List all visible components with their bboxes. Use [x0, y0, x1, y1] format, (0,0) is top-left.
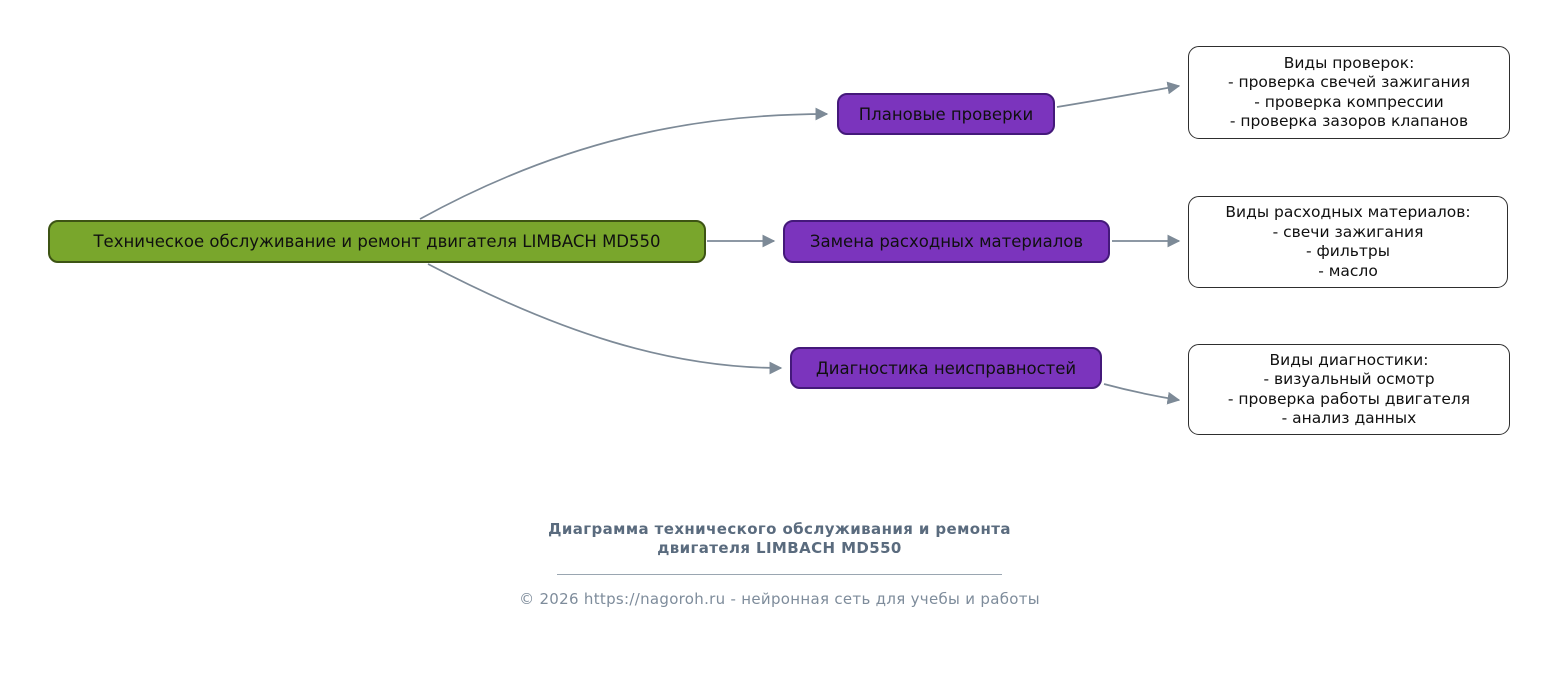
branch-node-label: Замена расходных материалов — [809, 232, 1084, 251]
detail-line: Виды расходных материалов: — [1225, 203, 1471, 221]
detail-line: Виды диагностики: — [1269, 350, 1429, 369]
arrow-root-to-branch-3 — [427, 263, 783, 375]
root-node-label: Техническое обслуживание и ремонт двигат… — [93, 232, 661, 251]
detail-box-consumables: Виды расходных материалов: - свечи зажиг… — [1188, 196, 1508, 288]
detail-line: - фильтры — [1306, 242, 1390, 260]
detail-box-diagnostics: Виды диагностики: - визуальный осмотр - … — [1188, 344, 1510, 435]
detail-line: - проверка свечей зажигания — [1227, 73, 1471, 91]
arrow-branch-3-to-detail-3 — [1103, 383, 1181, 405]
detail-line: - анализ данных — [1281, 409, 1417, 427]
branch-node-fault-diagnostics: Диагностика неисправностей — [790, 347, 1102, 389]
branch-node-label: Диагностика неисправностей — [815, 358, 1077, 378]
detail-line: - свечи зажигания — [1272, 222, 1424, 241]
detail-line: Виды проверок: — [1283, 53, 1415, 72]
detail-line: - проверка зазоров клапанов — [1229, 112, 1469, 130]
detail-line: - визуальный осмотр — [1263, 370, 1435, 388]
branch-node-consumables-replacement: Замена расходных материалов — [783, 220, 1110, 263]
footer: Диаграмма технического обслуживания и ре… — [0, 520, 1559, 608]
diagram-title: Диаграмма технического обслуживания и ре… — [0, 520, 1559, 558]
diagram-title-line-2: двигателя LIMBACH MD550 — [657, 539, 902, 557]
root-node: Техническое обслуживание и ремонт двигат… — [48, 220, 706, 263]
diagram-title-line-1: Диаграмма технического обслуживания и ре… — [548, 520, 1011, 538]
detail-line: - проверка работы двигателя — [1227, 389, 1471, 408]
branch-node-planned-checks: Плановые проверки — [837, 93, 1055, 135]
copyright-text: © 2026 https://nagoroh.ru - нейронная се… — [519, 590, 1040, 608]
arrow-branch-1-to-detail-1 — [1056, 81, 1181, 108]
detail-line: - масло — [1318, 261, 1378, 280]
branch-node-label: Плановые проверки — [858, 104, 1034, 124]
arrow-root-to-branch-1 — [419, 107, 829, 220]
detail-box-checks: Виды проверок: - проверка свечей зажиган… — [1188, 46, 1510, 139]
detail-line: - проверка компрессии — [1254, 92, 1444, 111]
footer-divider — [557, 574, 1002, 575]
